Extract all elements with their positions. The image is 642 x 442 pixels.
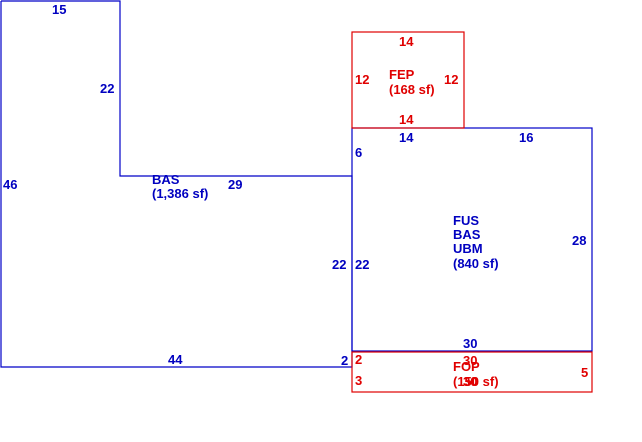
fop-area-name: FOP: [453, 359, 480, 374]
fep-outline: [351, 31, 465, 129]
fus-top-left-dimension: 14: [399, 130, 414, 145]
fep-left-dimension: 12: [355, 72, 369, 87]
fep-bottom-dimension: 14: [399, 112, 414, 127]
fus-right-dimension: 28: [572, 233, 586, 248]
fop-right-dimension: 5: [581, 365, 588, 380]
bas-top-dimension: 15: [52, 2, 66, 17]
fep-area-name: FEP: [389, 67, 415, 82]
bas-area-size: (1,386 sf): [152, 186, 208, 201]
bas-bottom-dimension: 44: [168, 352, 183, 367]
bas-step-dimension: 29: [228, 177, 242, 192]
bas-bottom-right-dimension: 2: [341, 353, 348, 368]
bas-inner-vertical-dimension: 22: [100, 81, 114, 96]
fep-top-dimension: 14: [399, 34, 414, 49]
fop-top-overlap-dimension: 30: [463, 374, 477, 389]
fus-left-dimension: 22: [355, 257, 369, 272]
bas-left-dimension: 46: [3, 177, 17, 192]
fop-outline: [351, 351, 593, 393]
bas-right-dimension: 22: [332, 257, 346, 272]
fus-outline: [351, 127, 593, 352]
fus-top-right-dimension: 16: [519, 130, 533, 145]
fus-area-line1: FUS: [453, 213, 479, 228]
fus-area-size: (840 sf): [453, 256, 499, 271]
fus-left-top-dimension: 6: [355, 145, 362, 160]
fep-area-size: (168 sf): [389, 82, 435, 97]
fop-top-dimension: 30: [463, 353, 477, 368]
bas-area-name: BAS: [152, 172, 180, 187]
fop-left-top-dimension: 2: [355, 352, 362, 367]
fus-area-line2: BAS: [453, 227, 481, 242]
fus-bottom-dimension: 30: [463, 336, 477, 351]
fus-area-line3: UBM: [453, 241, 483, 256]
fop-area-size: (150 sf): [453, 374, 499, 389]
fep-right-dimension: 12: [444, 72, 458, 87]
fop-left-dimension: 3: [355, 373, 362, 388]
